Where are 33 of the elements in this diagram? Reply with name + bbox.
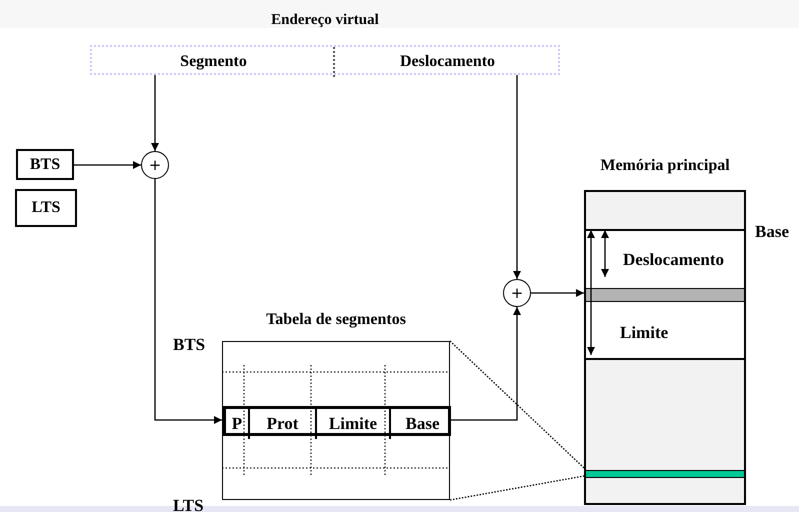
table-memory-bar <box>586 470 744 478</box>
zoom-line <box>450 475 584 501</box>
adder-circle <box>503 279 531 307</box>
field-label: P <box>230 415 244 433</box>
plus-sign: + <box>148 156 162 174</box>
measure-label: Limite <box>620 324 668 342</box>
measure-label: Deslocamento <box>623 251 724 269</box>
pointer-label: LTS <box>173 497 204 512</box>
heading: Memória principal <box>600 157 730 175</box>
measure-label: Base <box>755 223 789 241</box>
arrow <box>531 289 584 297</box>
table-entry-row <box>223 406 451 436</box>
field-label: Prot <box>266 415 300 433</box>
field-label: LTS <box>30 199 62 217</box>
arrow <box>151 75 159 151</box>
arrow <box>74 161 141 169</box>
plus-sign: + <box>510 284 524 302</box>
arrow <box>513 75 521 279</box>
heading: Endereço virtual <box>271 11 379 29</box>
field-label: Segmento <box>179 53 248 71</box>
register-box <box>15 189 77 227</box>
arrow <box>154 179 222 424</box>
field-label: Base <box>404 415 440 433</box>
field-label: Deslocamento <box>398 53 496 71</box>
arrow <box>450 307 521 421</box>
field-label: Limite <box>328 415 378 433</box>
zoom-line <box>450 340 584 468</box>
heading: Tabela de segmentos <box>266 311 406 329</box>
adder-circle <box>141 151 169 179</box>
field-label: BTS <box>28 156 62 174</box>
register-box <box>16 149 74 180</box>
segment-bar <box>586 288 744 302</box>
pointer-label: BTS <box>173 336 206 354</box>
